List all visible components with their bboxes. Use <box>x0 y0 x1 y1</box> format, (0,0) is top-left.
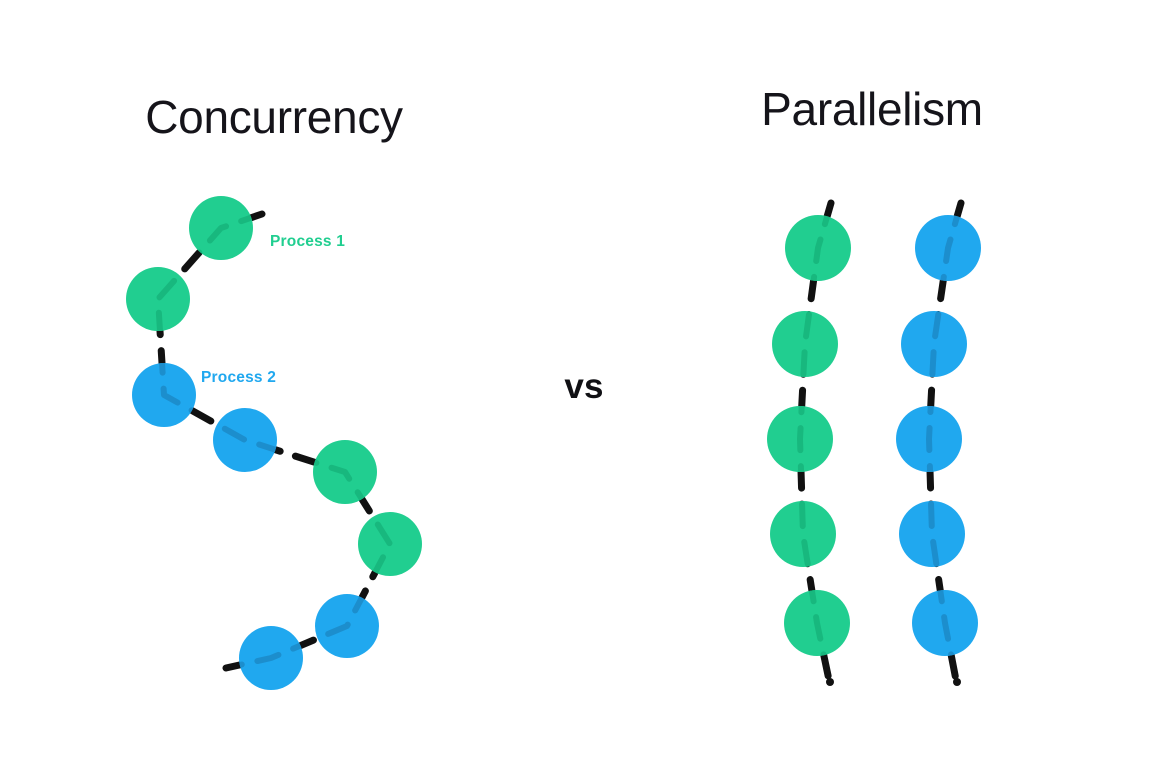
parallelism-node-dash <box>797 406 833 472</box>
parallelism-node <box>770 501 836 567</box>
concurrency-timeline-underlay <box>154 210 394 672</box>
parallelism-timelines-overlay <box>797 215 964 656</box>
process-legend: Process 1 Process 2 <box>201 233 345 386</box>
process-legend-label-1: Process 1 <box>270 233 345 250</box>
parallelism-group: Parallelism <box>761 83 983 686</box>
parallelism-node <box>901 311 967 377</box>
parallelism-node-dash <box>926 590 964 656</box>
versus-label: vs <box>564 367 603 406</box>
parallelism-node-dash <box>797 590 834 656</box>
concurrency-node-list <box>126 196 422 690</box>
parallelism-node <box>772 311 838 377</box>
page-title-parallelism: Parallelism <box>761 83 983 135</box>
parallelism-end-dots <box>826 678 961 686</box>
parallelism-node <box>899 501 965 567</box>
timeline-end-dot <box>826 678 834 686</box>
parallelism-node-dash <box>926 406 962 472</box>
process-legend-label-2: Process 2 <box>201 369 276 386</box>
timeline-end-dot <box>953 678 961 686</box>
parallelism-node-dash <box>797 215 834 281</box>
parallelism-node-list <box>767 215 981 656</box>
parallelism-node-dash <box>926 215 964 281</box>
concurrency-group: Concurrency Process 1 Process 2 <box>126 91 422 690</box>
page-title-concurrency: Concurrency <box>145 91 403 143</box>
